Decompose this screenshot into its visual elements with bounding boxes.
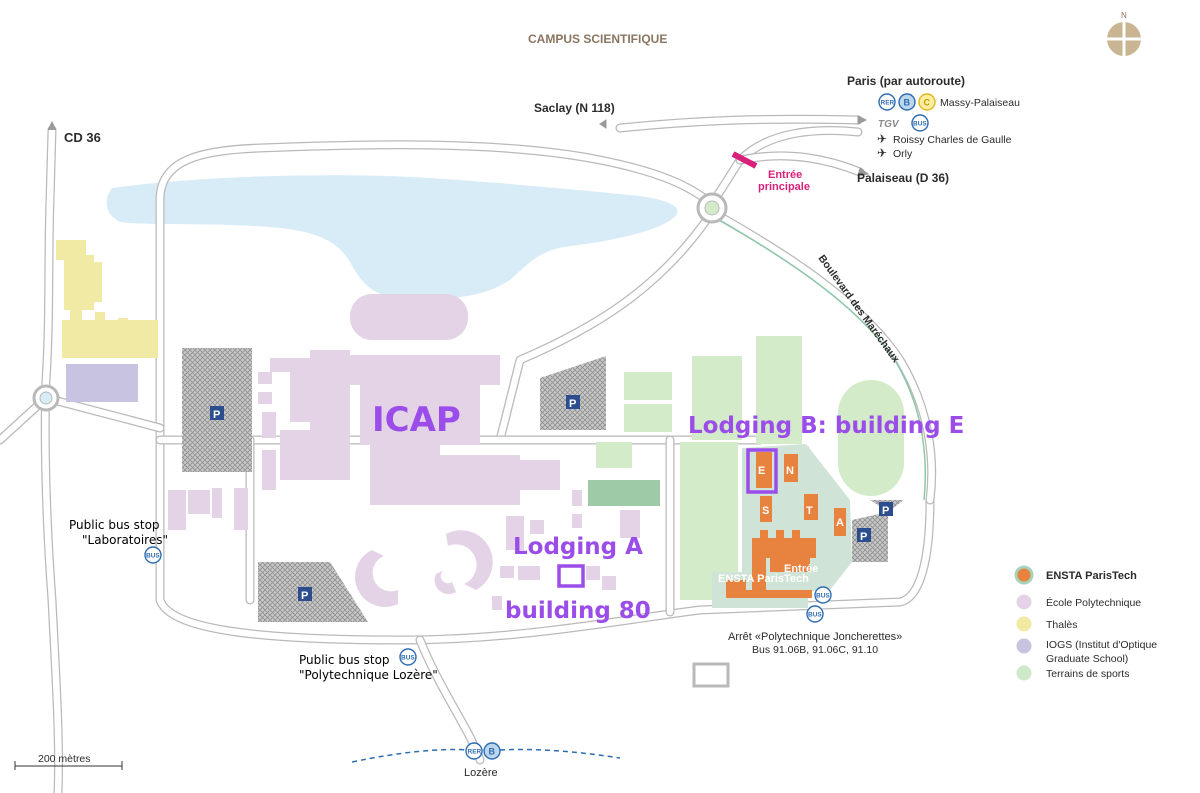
bus-stop-joncherettes-2: Bus 91.06B, 91.06C, 91.10: [752, 644, 878, 656]
legend-iogs-2: Graduate School): [1046, 653, 1128, 665]
rer-lozere: RER B Lozère: [351, 742, 621, 779]
building-n-label: N: [786, 465, 794, 477]
road-cd36-label: CD 36: [64, 130, 101, 145]
parking-icon-5: P: [860, 531, 867, 543]
lodging-b-label: Lodging B: building E: [688, 413, 964, 439]
parking-icon-3: P: [301, 590, 308, 602]
bus-icon-ensta-2: BUS: [808, 612, 822, 619]
legend-iogs-1: IOGS (Institut d'Optique: [1046, 639, 1157, 651]
bus-stop-laboratoires-1: Public bus stop: [69, 518, 160, 532]
road-network: [0, 114, 937, 793]
bus-icon-ensta-1: BUS: [816, 593, 830, 600]
polytechnique-buildings: [168, 294, 692, 610]
bus-stop-lozere-1: Public bus stop: [299, 653, 390, 667]
ensta-entree-label: Entrée: [784, 563, 818, 575]
iogs-buildings: [66, 364, 138, 402]
parking-icon-4: P: [882, 505, 889, 517]
building-e-label: E: [758, 465, 765, 477]
legend-ensta: ENSTA ParisTech: [1046, 570, 1137, 582]
main-entrance-label-1: Entrée: [768, 169, 802, 181]
lodging-a-label-2: building 80: [505, 598, 651, 624]
road-palaiseau-label: Palaiseau (D 36): [857, 171, 949, 185]
plane-icon-2: ✈: [877, 146, 887, 160]
bus-stops: Public bus stop "Laboratoires" BUS Publi…: [69, 518, 902, 682]
building-a-label: A: [836, 517, 844, 529]
road-paris-label: Paris (par autoroute): [847, 74, 965, 88]
parking-icon-2: P: [569, 398, 576, 410]
building-t-label: T: [806, 505, 813, 517]
lozere-station-label: Lozère: [464, 767, 498, 779]
ensta-campus: E N S T A Entrée ENSTA ParisTech: [712, 444, 852, 608]
bus-icon-laboratoires: BUS: [146, 553, 160, 560]
bus-stop-joncherettes-1: Arrêt «Polytechnique Joncherettes»: [728, 631, 902, 643]
bus-stop-laboratoires-2: "Laboratoires": [82, 533, 168, 547]
rer-icon-lozere: RER: [468, 749, 482, 756]
lodging-a-label-1: Lodging A: [513, 534, 643, 560]
plane-icon-1: ✈: [877, 132, 887, 146]
bus-icon-top: BUS: [913, 121, 927, 128]
scale-label: 200 mètres: [38, 753, 91, 765]
lodging-a-highlight: [557, 564, 585, 588]
boulevard-label: Boulevard des Maréchaux: [816, 253, 902, 365]
rer-b-icon-lozere: B: [489, 747, 496, 757]
bus-stop-lozere-2: "Polytechnique Lozère": [299, 668, 438, 682]
lake: [106, 175, 678, 299]
tgv-icon: TGV: [878, 119, 900, 130]
road-saclay-label: Saclay (N 118): [534, 101, 615, 115]
legend-sports: Terrains de sports: [1046, 668, 1129, 680]
legend-thales: Thalès: [1046, 619, 1078, 631]
orly-label: Orly: [893, 148, 913, 160]
icap-label: ICAP: [372, 400, 461, 440]
scale-bar: 200 mètres: [14, 753, 123, 770]
parking-icon-1: P: [213, 409, 220, 421]
bus-icon-lozere: BUS: [401, 655, 415, 662]
sports-hall: [588, 480, 660, 506]
rer-icon: RER: [881, 100, 895, 107]
compass-north-label: N: [1121, 11, 1127, 20]
building-s-label: S: [762, 505, 769, 517]
ensta-label: ENSTA ParisTech: [718, 573, 809, 585]
thales-buildings: [56, 240, 158, 358]
transit-info: RER B C Massy-Palaiseau TGV BUS ✈ Roissy…: [877, 93, 1020, 160]
road-arrows: [47, 115, 870, 177]
massy-label: Massy-Palaiseau: [940, 97, 1020, 109]
rer-b-icon: B: [904, 98, 911, 108]
roissy-label: Roissy Charles de Gaulle: [893, 134, 1012, 146]
map-title: CAMPUS SCIENTIFIQUE: [528, 32, 667, 46]
legend: ENSTA ParisTech École Polytechnique Thal…: [1014, 565, 1157, 681]
parking-icons: P P P P P: [210, 395, 893, 602]
compass-icon: N: [1107, 11, 1141, 56]
rer-c-icon: C: [924, 98, 931, 108]
lodging-b-highlight: [746, 448, 778, 494]
legend-polytechnique: École Polytechnique: [1046, 596, 1141, 609]
main-entrance-label-2: principale: [758, 181, 810, 193]
main-entrance-marker: [731, 151, 758, 169]
sports-fields: [596, 336, 904, 600]
